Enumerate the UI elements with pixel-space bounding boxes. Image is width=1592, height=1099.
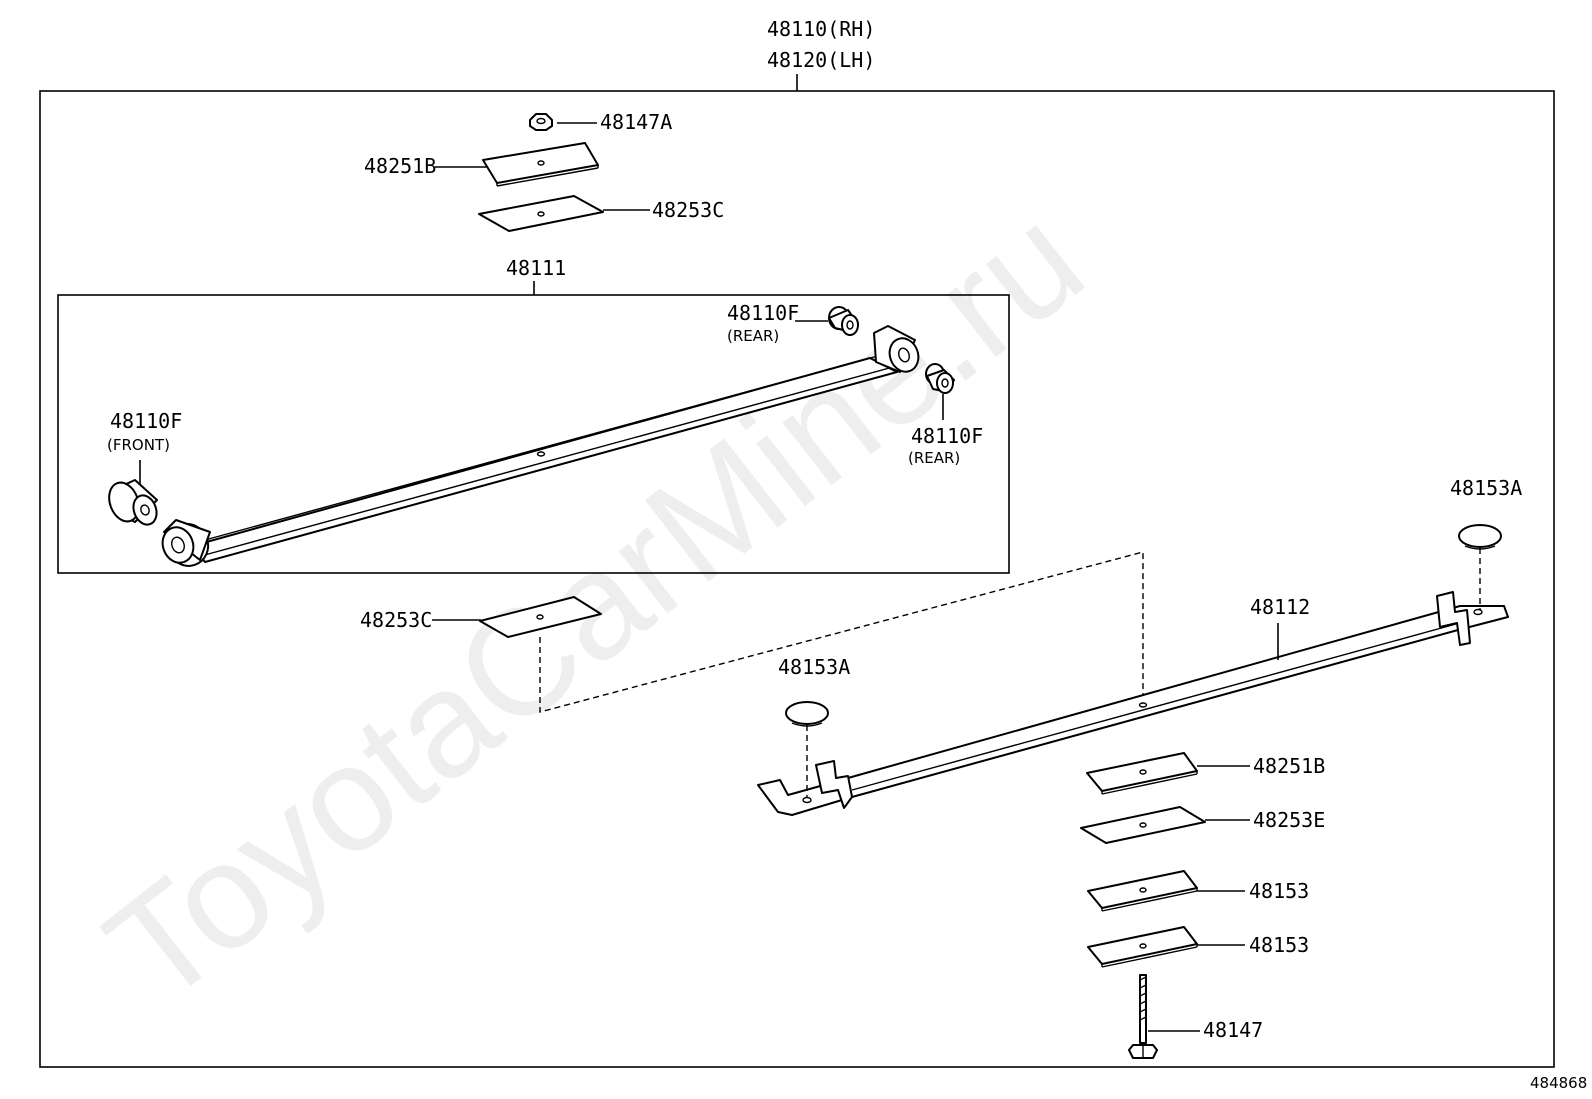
plate-48251b-bottom — [1086, 752, 1198, 795]
bolt-48147 — [1128, 974, 1158, 1059]
pad-48153a-left — [785, 701, 829, 727]
label-48251b-bottom[interactable]: 48251B — [1253, 754, 1325, 778]
plate-48253e — [1080, 806, 1206, 844]
alignment-guide — [539, 551, 1144, 713]
label-48111[interactable]: 48111 — [506, 256, 566, 280]
plate-48153-b — [1087, 926, 1198, 968]
plate-48253c-top — [478, 195, 604, 232]
label-48153a-right[interactable]: 48153A — [1450, 476, 1522, 500]
plate-48253c-mid — [479, 596, 602, 638]
label-48251b-top[interactable]: 48251B — [364, 154, 436, 178]
label-48253c-top[interactable]: 48253C — [652, 198, 724, 222]
label-48153a-left[interactable]: 48153A — [778, 655, 850, 679]
label-48153-b[interactable]: 48153 — [1249, 933, 1309, 957]
label-48253e[interactable]: 48253E — [1253, 808, 1325, 832]
label-48110-rh[interactable]: 48110(RH) — [767, 17, 875, 41]
leaf-spring-48112 — [757, 591, 1509, 816]
label-48153-a[interactable]: 48153 — [1249, 879, 1309, 903]
label-48110f-rear-1[interactable]: 48110F — [727, 301, 799, 325]
note-rear-1: (REAR) — [727, 327, 779, 345]
plate-48251b-top — [482, 142, 599, 187]
diagram-id: 484868 — [1530, 1074, 1587, 1092]
leaf-box-48111 — [57, 294, 1010, 574]
note-rear-2: (REAR) — [908, 449, 960, 467]
label-48147a[interactable]: 48147A — [600, 110, 672, 134]
bushing-48110f-rear-1 — [828, 306, 859, 336]
label-48147[interactable]: 48147 — [1203, 1018, 1263, 1042]
label-48110f-front[interactable]: 48110F — [110, 409, 182, 433]
bushing-48110f-rear-2 — [925, 363, 955, 394]
label-48110f-rear-2[interactable]: 48110F — [911, 424, 983, 448]
nut-48147a — [529, 113, 553, 131]
label-48120-lh[interactable]: 48120(LH) — [767, 48, 875, 72]
pad-48153a-right — [1458, 524, 1502, 550]
plate-48153-a — [1087, 870, 1198, 912]
watermark: ToyotaCarMine.ru — [76, 174, 1112, 1035]
bushing-48110f-front — [108, 479, 158, 526]
note-front: (FRONT) — [107, 436, 170, 454]
leaf-spring-48111 — [161, 325, 920, 567]
label-48253c-mid[interactable]: 48253C — [360, 608, 432, 632]
label-48112[interactable]: 48112 — [1250, 595, 1310, 619]
